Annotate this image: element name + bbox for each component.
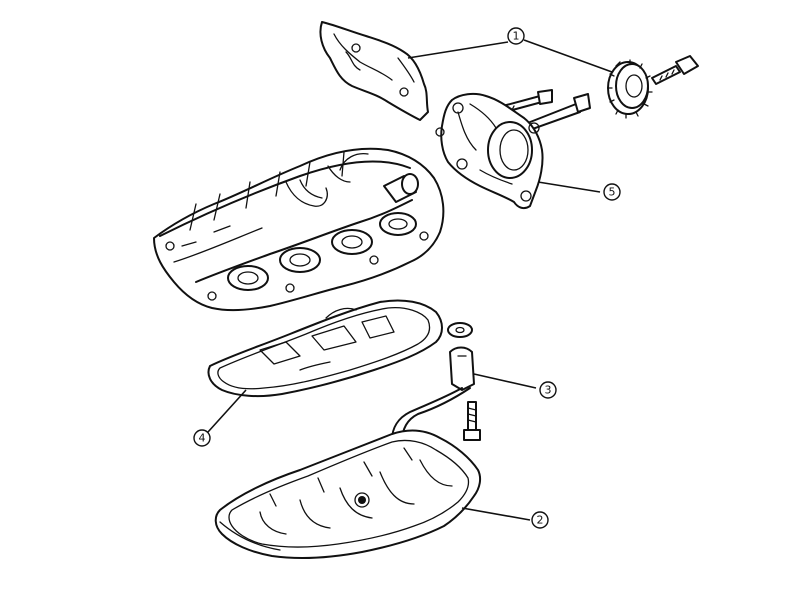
strainer-bolt bbox=[463, 401, 481, 441]
leader-4 bbox=[207, 389, 247, 433]
sprocket-bolt bbox=[651, 55, 699, 85]
leader-1a bbox=[407, 41, 509, 59]
leader-1b bbox=[523, 39, 613, 73]
callout-4: 4 bbox=[193, 429, 211, 447]
strainer-gasket bbox=[447, 322, 473, 338]
callout-4-label: 4 bbox=[199, 432, 206, 445]
callout-3-label: 3 bbox=[545, 384, 552, 397]
oil-pan bbox=[214, 429, 482, 560]
timing-belt-cover bbox=[319, 21, 429, 121]
baffle-plate-gasket bbox=[207, 299, 443, 398]
callout-2: 2 bbox=[531, 511, 549, 529]
leader-2 bbox=[461, 507, 531, 521]
callout-3: 3 bbox=[539, 381, 557, 399]
callout-5-label: 5 bbox=[609, 186, 616, 199]
oil-pump bbox=[435, 92, 544, 210]
callout-1-label: 1 bbox=[513, 30, 520, 43]
callout-2-label: 2 bbox=[537, 514, 544, 527]
oil-strainer bbox=[391, 346, 475, 443]
leader-lines bbox=[207, 39, 613, 521]
callout-1: 1 bbox=[507, 27, 525, 45]
callout-5: 5 bbox=[603, 183, 621, 201]
crankshaft-sprocket bbox=[607, 59, 653, 119]
engine-block bbox=[153, 147, 445, 312]
leader-5 bbox=[537, 181, 601, 193]
leader-3 bbox=[473, 373, 537, 389]
